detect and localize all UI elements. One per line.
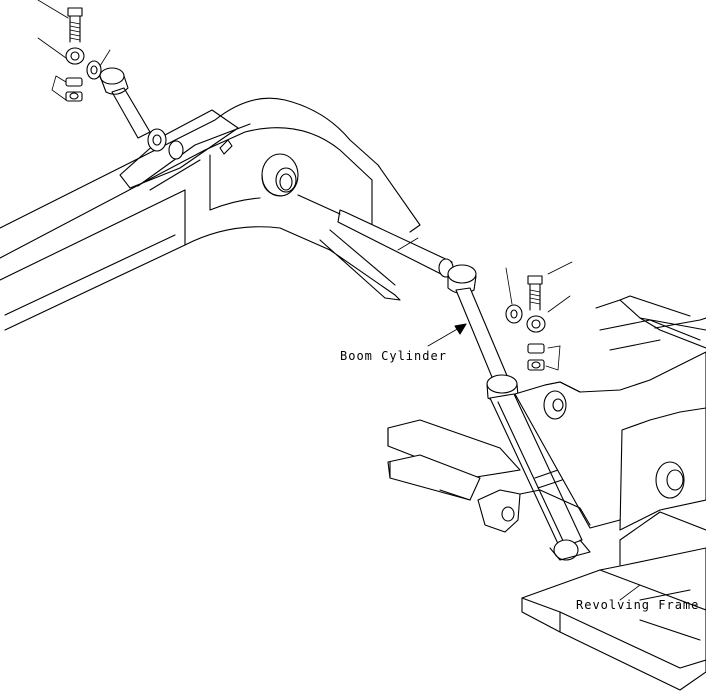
- revolving-frame-label: Revolving Frame: [576, 598, 699, 612]
- revolving-frame: [387, 295, 706, 691]
- lower-hardware: [505, 261, 573, 371]
- boom-cylinder: [427, 264, 583, 549]
- boom-arm: [0, 97, 421, 331]
- boom-cylinder-label: Boom Cylinder: [340, 349, 447, 363]
- top-link-assembly: [37, 0, 151, 139]
- boom-pin: [297, 194, 454, 278]
